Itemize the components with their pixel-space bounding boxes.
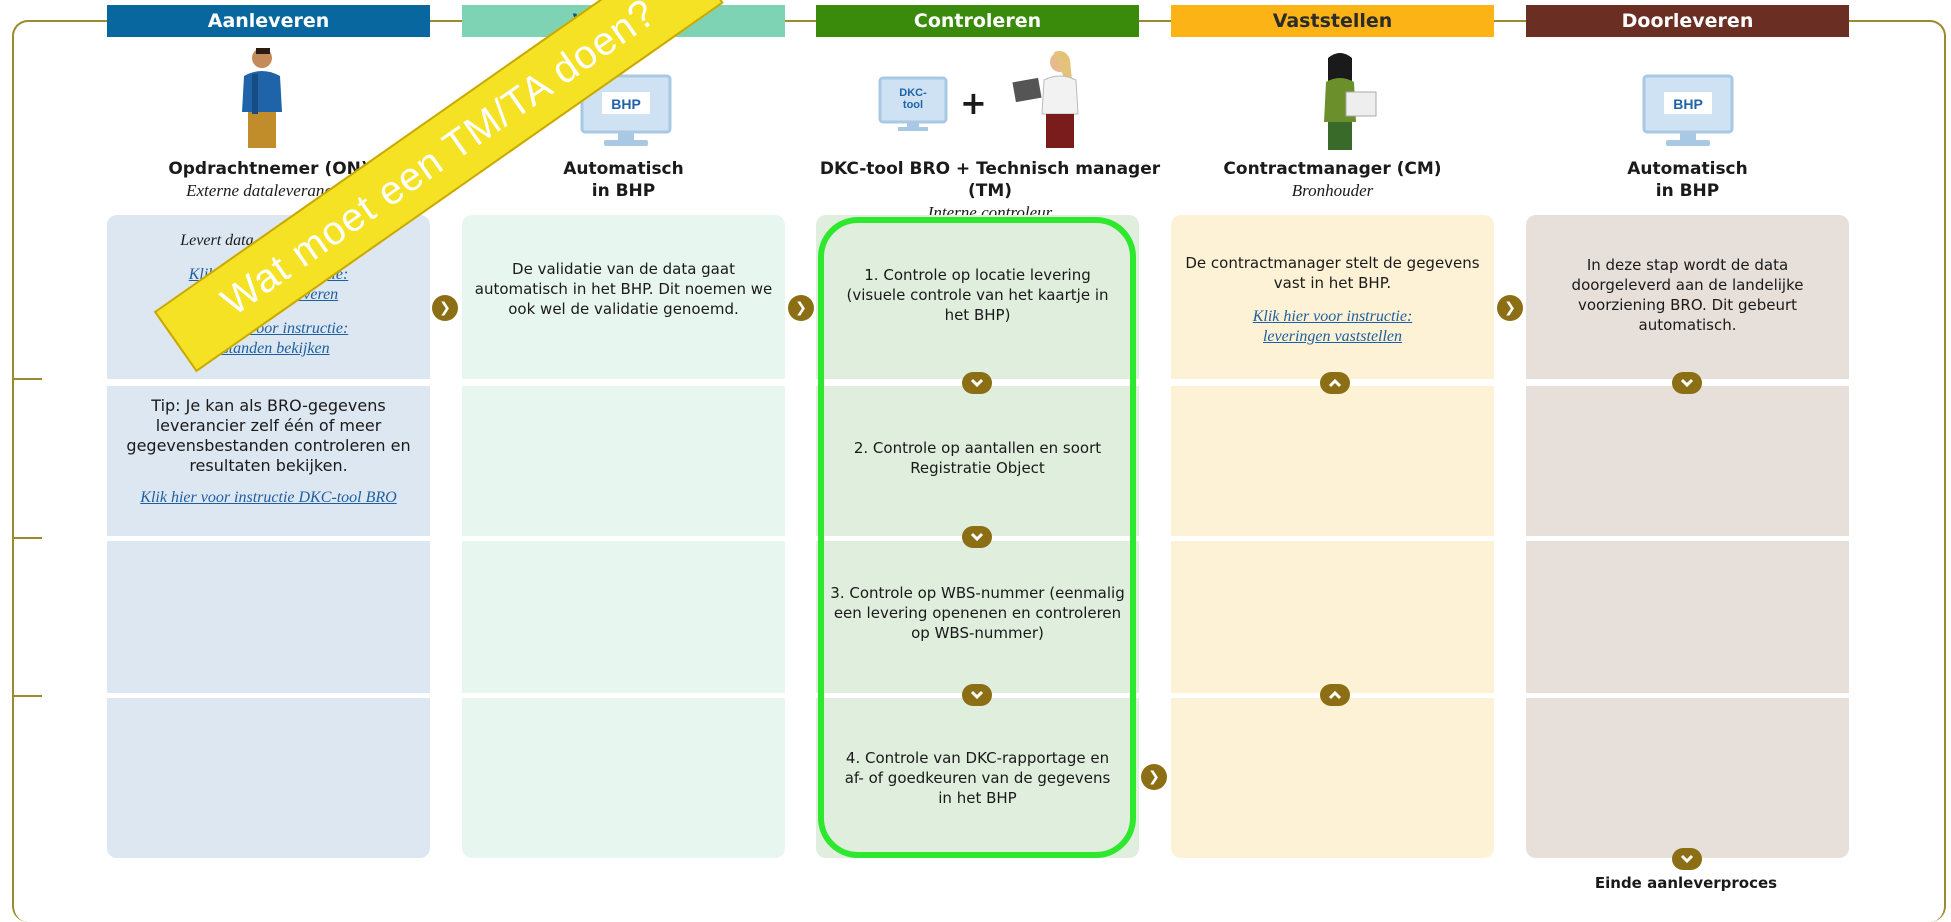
role-subtitle: Bronhouder: [1291, 181, 1374, 200]
doorleveren-cell-4: [1526, 698, 1849, 858]
controleren-highlight: [818, 217, 1136, 858]
instruction-link-dkc-tool[interactable]: Klik hier voor instructie DKC-tool BRO: [140, 489, 397, 506]
aanleveren-cell-4: [107, 698, 430, 858]
dkc-tool-monitor-icon: DKC- tool: [878, 76, 948, 131]
svg-text:tool: tool: [903, 99, 923, 111]
doorleveren-cell-2: [1526, 386, 1849, 536]
role-title: DKC-tool BRO + Technisch manager (TM): [819, 159, 1161, 201]
arrow-right-icon: ❯: [1497, 295, 1523, 321]
vaststellen-cell-4: [1171, 698, 1494, 858]
person-cm-icon: [1324, 53, 1377, 150]
doorleveren-cell-1: In deze stap wordt de data doorgeleverd …: [1526, 215, 1849, 379]
controleren-step-1: 1. Controle op locatie levering (visuele…: [816, 215, 1139, 379]
role-title: Automatisch: [1627, 159, 1748, 179]
header-aanleveren: Aanleveren: [107, 5, 430, 37]
vaststellen-cell-2: [1171, 386, 1494, 536]
role-subtitle: in BHP: [591, 181, 656, 201]
arrow-right-icon: ❯: [1141, 764, 1167, 790]
role-auto-2: Automatisch in BHP: [1526, 158, 1849, 202]
controleren-step-4: 4. Controle van DKC-rapportage en af- of…: [816, 698, 1139, 858]
vaststellen-text: De contractmanager stelt de gegevens vas…: [1185, 254, 1480, 292]
header-controleren: Controleren: [816, 5, 1139, 37]
aanleveren-cell-3: [107, 541, 430, 693]
row-divider-tick: [12, 378, 42, 380]
chevron-down-icon: [962, 372, 992, 394]
person-on-icon: [242, 48, 282, 148]
valideren-text: De validatie van de data gaat automatisc…: [474, 260, 773, 318]
step-text: 1. Controle op locatie levering (visuele…: [846, 266, 1109, 324]
chevron-up-icon: [1320, 684, 1350, 706]
valideren-cell-2: [462, 386, 785, 536]
arrow-right-icon: ❯: [432, 295, 458, 321]
chevron-up-icon: [1320, 372, 1350, 394]
chevron-down-icon: [962, 526, 992, 548]
bhp-monitor-icon: BHP: [580, 74, 672, 146]
row-divider-tick: [12, 695, 42, 697]
doorleveren-text: In deze stap wordt de data doorgeleverd …: [1571, 256, 1804, 334]
aanleveren-tip: Tip: Je kan als BRO-gegevens leverancier…: [126, 396, 411, 475]
role-on: Opdrachtnemer (ON) Externe dataleveranci…: [107, 158, 430, 202]
valideren-cell-3: [462, 541, 785, 693]
vaststellen-cell-1: De contractmanager stelt de gegevens vas…: [1171, 215, 1494, 379]
svg-text:BHP: BHP: [1673, 96, 1703, 112]
chevron-down-icon: [962, 684, 992, 706]
svg-text:BHP: BHP: [611, 96, 641, 112]
header-doorleveren: Doorleveren: [1526, 5, 1849, 37]
role-auto-1: Automatisch in BHP: [462, 158, 785, 202]
role-title: Automatisch: [563, 159, 684, 179]
person-tm-icon: [1012, 51, 1079, 148]
arrow-right-icon: ❯: [788, 295, 814, 321]
vaststellen-cell-3: [1171, 541, 1494, 693]
step-text: 3. Controle op WBS-nummer (eenmalig een …: [830, 584, 1125, 642]
svg-text:DKC-: DKC-: [899, 87, 927, 99]
row-divider-tick: [12, 537, 42, 539]
controleren-step-2: 2. Controle op aantallen en soort Regist…: [816, 386, 1139, 536]
instruction-link-vaststellen[interactable]: Klik hier voor instructie: leveringen va…: [1252, 308, 1413, 345]
bhp-monitor-icon: BHP: [1642, 74, 1734, 146]
role-title: Contractmanager (CM): [1223, 159, 1442, 179]
role-subtitle: in BHP: [1655, 181, 1720, 201]
aanleveren-cell-2: Tip: Je kan als BRO-gegevens leverancier…: [107, 386, 430, 536]
plus-icon: +: [960, 84, 987, 122]
header-vaststellen: Vaststellen: [1171, 5, 1494, 37]
chevron-down-icon: [1672, 372, 1702, 394]
step-text: 2. Controle op aantallen en soort Regist…: [853, 439, 1102, 477]
role-cm: Contractmanager (CM) Bronhouder: [1171, 158, 1494, 202]
valideren-cell-1: De validatie van de data gaat automatisc…: [462, 215, 785, 379]
role-title: Opdrachtnemer (ON): [168, 159, 369, 179]
step-text: 4. Controle van DKC-rapportage en af- of…: [844, 749, 1111, 807]
doorleveren-cell-3: [1526, 541, 1849, 693]
end-process-label: Einde aanleverproces: [1594, 874, 1778, 892]
chevron-down-icon: [1672, 848, 1702, 870]
controleren-step-3: 3. Controle op WBS-nummer (eenmalig een …: [816, 541, 1139, 693]
role-subtitle: Externe dataleverancier: [186, 181, 351, 200]
valideren-cell-4: [462, 698, 785, 858]
